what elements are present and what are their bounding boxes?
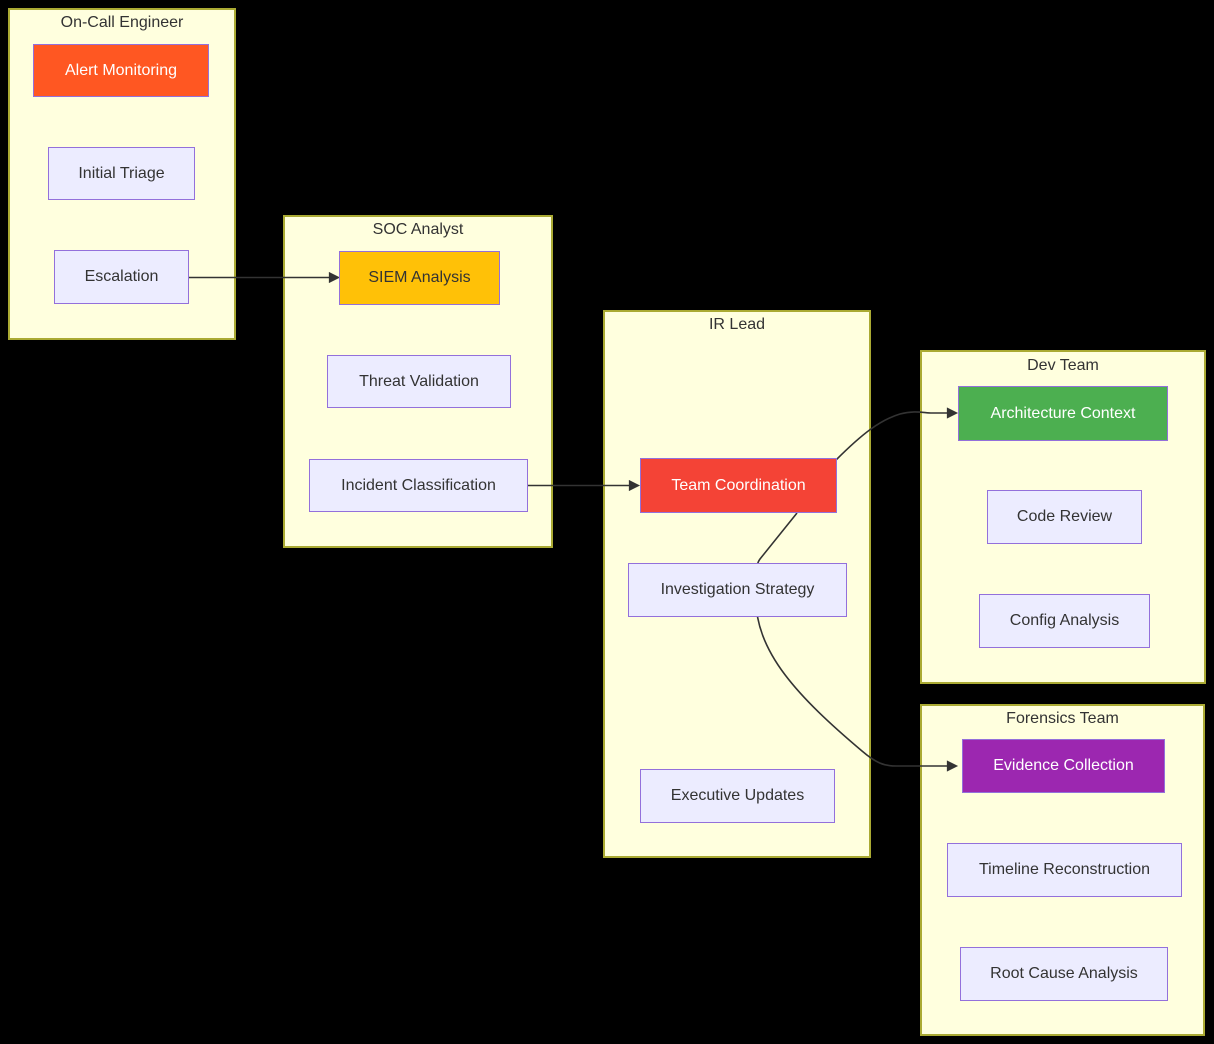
node-incident-classification: Incident Classification [309,459,528,512]
node-label: Alert Monitoring [64,61,178,79]
group-title-soc-analyst: SOC Analyst [372,221,464,238]
node-team-coordination: Team Coordination [640,458,837,513]
node-label: Incident Classification [341,476,496,494]
group-title-ir-lead: IR Lead [708,316,766,333]
node-label: Team Coordination [671,476,806,494]
node-label: Investigation Strategy [660,581,815,598]
node-initial-triage: Initial Triage [48,147,195,200]
node-executive-updates: Executive Updates [640,769,835,823]
node-timeline-reconstruction: Timeline Reconstruction [947,843,1182,897]
group-title-on-call-engineer: On-Call Engineer [60,14,184,31]
node-label: Root Cause Analysis [990,965,1138,982]
node-siem-analysis: SIEM Analysis [339,251,500,305]
node-label: Timeline Reconstruction [978,861,1151,878]
node-threat-validation: Threat Validation [327,355,511,408]
node-label: Evidence Collection [993,757,1134,774]
node-label: Threat Validation [359,372,479,390]
node-label: Config Analysis [1009,612,1120,629]
group-title-dev-team: Dev Team [1027,357,1099,374]
group-title-forensics-team: Forensics Team [1006,710,1119,727]
node-escalation: Escalation [54,250,189,304]
node-label: Code Review [1016,508,1113,525]
node-alert-monitoring: Alert Monitoring [33,44,209,97]
node-label: SIEM Analysis [368,269,471,286]
node-investigation-strategy: Investigation Strategy [628,563,847,617]
node-code-review: Code Review [987,490,1142,544]
node-label: Initial Triage [78,164,165,182]
node-label: Architecture Context [990,404,1136,422]
node-root-cause-analysis: Root Cause Analysis [960,947,1168,1001]
node-label: Escalation [84,268,159,285]
node-evidence-collection: Evidence Collection [962,739,1165,793]
node-config-analysis: Config Analysis [979,594,1150,648]
node-label: Executive Updates [670,787,805,804]
node-architecture-context: Architecture Context [958,386,1168,441]
